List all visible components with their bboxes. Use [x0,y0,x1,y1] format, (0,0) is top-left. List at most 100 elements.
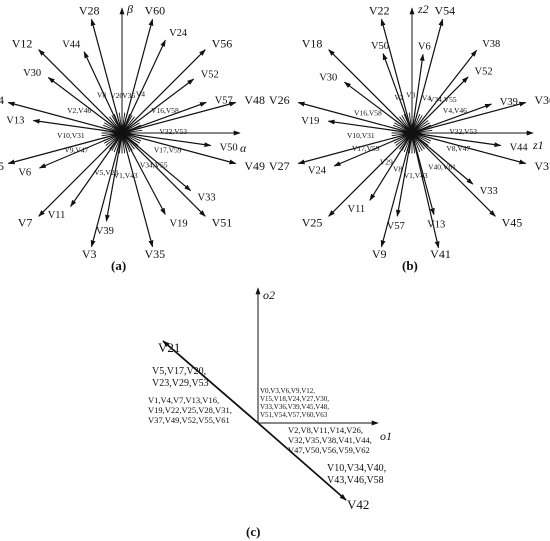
panel-a-vector-label: V33 [198,192,216,203]
panel-a-inner-label: V1,V43 [114,171,138,180]
panel-b-vector-v22 [380,18,413,134]
panel-a-vector-label: V3 [82,247,97,261]
panel-c-label-group-5: V10,V34,V40, V43,V46,V58 [327,463,389,486]
panel-a-inner-label: V20 [110,91,123,100]
panel-c-horizontal-axis-label: o1 [380,429,392,443]
panel-c-label-group-4: V2,V8,V11,V14,V26, V32,V35,V38,V41,V44, … [288,425,374,455]
panel-b-vector-label: V6 [418,42,431,53]
panel-a-inner-label: V17,V59 [154,146,182,155]
panel-a-vector-v39 [105,132,123,222]
panel-b-vector-label: V30 [319,73,337,84]
panel-b-vector-label: V45 [502,216,523,230]
panel-b-horizontal-axis-label: z1 [532,138,544,152]
panel-a-inner-label: V32,V53 [159,127,187,136]
panel-a-vector-label: V6 [18,168,31,179]
panel-a-vector-label: V15 [0,159,4,173]
panel-b-vector-label: V13 [427,219,445,230]
panel-b-inner-label: V10,V31 [347,131,375,140]
panel-b-caption: (b) [402,258,418,273]
panel-a-vector-label: V14 [0,93,4,107]
panel-b-inner-label: V34,V55 [429,95,457,104]
panel-b-vector-v30 [343,81,413,134]
panel-a-inner-label: V36 [122,91,135,100]
panel-a-vector-label: V7 [18,216,33,230]
panel-a-vector-label: V39 [96,226,114,237]
panel-b-vectors [297,18,527,249]
panel-a-vector-label: V44 [62,40,81,51]
panel-b-vector-v19 [327,119,413,134]
panel-b-vector-label: V11 [347,204,365,215]
panel-a-vector-v11 [70,132,123,207]
panel-b-vector-label: V24 [308,166,327,177]
panel-b-inner-label: V2 [394,93,403,102]
panel-b-vector-v25 [328,132,413,217]
panel-a-vector-v30 [47,77,123,134]
panel-b-inner-label: V29 [380,158,393,167]
panel-b-vector-label: V9 [372,247,387,261]
panel-b-vector-label: V41 [430,247,451,261]
panel-c-label-group-3: V1,V4,V7,V13,V16, V19,V22,V25,V28,V31, V… [148,395,234,425]
panel-a-vector-v44 [83,51,123,134]
panel-a-vector-label: V12 [12,36,33,50]
panel-a-vector-label: V13 [6,115,24,126]
panel-c-diagonal-vector-lower [257,422,347,501]
panel-a-inner-label: V8 [97,91,106,100]
panel-b-vector-v44 [411,132,502,148]
panel-a-vector-v60 [121,18,154,134]
panel-a-inner-label: V4 [136,90,145,99]
panel-b-vector-v38 [411,49,478,134]
panel-a-vector-v14 [7,101,123,134]
panel-a-vector-label: V24 [169,28,188,39]
panel-a-vector-label: V60 [144,4,165,18]
panel-b-vector-v54 [411,18,444,134]
panel-a-inner-label: V9,V47 [64,146,88,155]
panel-c-label-v42: V42 [347,497,369,512]
panel-b-vector-v24 [333,132,413,167]
panel-a-inner-label: V16,V58 [151,106,179,115]
panel-b-vector-label: V44 [510,143,529,154]
panel-b-vector-v37 [411,132,527,165]
panel-b: V54V6V38V52V36V39V44V37V33V45V13V41V57V9… [269,2,550,273]
panel-b-vector-label: V26 [269,93,290,107]
panel-b-inner-label: V8 [393,165,402,174]
panel-c-origin-label: V0,V3,V6,V9,V12, V15,V18,V24,V27,V30, V3… [260,387,331,419]
panel-b-vector-v9 [380,132,413,248]
panel-a-vector-label: V52 [201,70,219,81]
panel-c-label-v21: V21 [158,340,180,355]
panel-b-vector-v50 [382,52,413,134]
panel-b-vector-label: V27 [269,159,290,173]
panel-b-vector-v27 [297,132,413,165]
panel-a-vector-v28 [90,18,123,134]
panel-a-vector-label: V30 [23,68,41,79]
panel-a-labels: V60V24V56V52V48V57V50V49V33V51V19V35V39V… [0,4,265,261]
panel-b-vector-label: V52 [475,67,493,78]
panel-a-vector-label: V57 [215,95,233,106]
panel-b-vector-v11 [369,132,413,201]
panel-a-caption: (a) [111,258,126,273]
panel-b-inner-label: V40,V61 [428,162,456,171]
panel-a-vector-label: V11 [48,210,66,221]
panel-a-vector-label: V35 [144,247,165,261]
panel-a-horizontal-axis-label: α [240,141,247,155]
panel-b-inner-label: V17,V59 [352,144,380,153]
panel-b-vector-label: V57 [387,221,405,232]
panel-a-vector-v3 [90,132,123,248]
panel-b-vector-label: V54 [434,4,455,18]
panel-b-vector-v45 [411,132,496,217]
panel-b-inner-label: V1,V43 [404,171,428,180]
panel-a-inner-label: V10,V31 [57,131,85,140]
panel-a-vector-v51 [121,132,206,217]
panel-a-vector-v7 [38,132,123,217]
panel-a-vector-v35 [121,132,154,248]
panel-a-vector-v24 [121,39,166,134]
panel-a-vector-label: V50 [220,143,238,154]
panel-b-inner-label: V16,V58 [354,108,382,117]
panel-b-vector-label: V22 [369,4,390,18]
panel-a-vector-label: V49 [244,159,265,173]
panel-b-vector-v57 [395,132,413,217]
panel-b-inner-label: V8,V47 [446,144,470,153]
panel-a-vector-v15 [7,132,123,165]
panel-a-vector-v57 [121,101,207,134]
panel-b-vector-v36 [411,101,527,134]
